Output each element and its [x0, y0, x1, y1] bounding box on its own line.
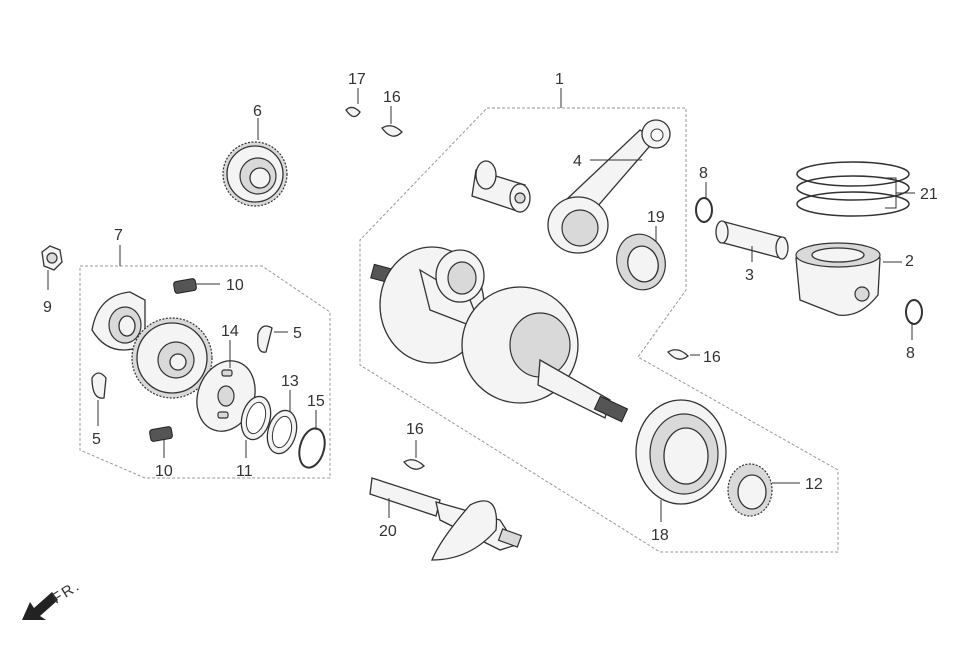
- woodruff-key-16-top: [381, 125, 403, 137]
- circlip-8-right: [905, 299, 923, 325]
- balancer-shaft-20: [369, 477, 523, 561]
- callout-1: 1: [555, 71, 564, 88]
- drive-gear-6: [222, 141, 288, 207]
- front-direction-arrow-icon: [22, 592, 58, 620]
- ball-bearing-18: [635, 399, 727, 505]
- callout-16-top: 16: [383, 89, 401, 106]
- washer-11: [240, 395, 272, 441]
- callout-17: 17: [348, 71, 366, 88]
- washer-13: [266, 409, 298, 455]
- callout-4: 4: [573, 153, 582, 170]
- spring-10-top: [173, 278, 197, 294]
- callout-2: 2: [905, 253, 914, 270]
- callout-3: 3: [745, 267, 754, 284]
- circlip-15: [298, 427, 326, 469]
- callout-7: 7: [114, 227, 123, 244]
- pin-5-right: [257, 325, 273, 353]
- callout-5-left: 5: [92, 431, 101, 448]
- callout-14: 14: [221, 323, 239, 340]
- piston-pin-sleeve: [471, 160, 531, 213]
- callout-21: 21: [920, 186, 938, 203]
- balancer-group-frame: [79, 265, 331, 479]
- pin-5-left: [91, 372, 107, 399]
- piston-pin-3: [715, 220, 789, 260]
- callout-12: 12: [805, 476, 823, 493]
- woodruff-key-16-right: [667, 349, 689, 360]
- callout-8-right: 8: [906, 345, 915, 362]
- woodruff-key-16-center: [403, 459, 425, 470]
- callout-5-right: 5: [293, 325, 302, 342]
- callout-18: 18: [651, 527, 669, 544]
- callout-15: 15: [307, 393, 325, 410]
- front-direction-label: FR.: [49, 577, 84, 607]
- piston-2: [795, 242, 881, 316]
- callout-20: 20: [379, 523, 397, 540]
- callout-16-right: 16: [703, 349, 721, 366]
- callout-10-bottom: 10: [155, 463, 173, 480]
- callout-16-center: 16: [406, 421, 424, 438]
- crankshaft-assembly: [370, 246, 629, 423]
- callout-10-top: 10: [226, 277, 244, 294]
- balancer-gear: [131, 317, 213, 399]
- callout-19: 19: [647, 209, 665, 226]
- gear-12: [727, 463, 773, 517]
- callout-8-top: 8: [699, 165, 708, 182]
- callout-6: 6: [253, 103, 262, 120]
- connecting-rod-4: [547, 119, 671, 254]
- circlip-8-top: [695, 197, 713, 223]
- callout-11: 11: [236, 463, 253, 480]
- spring-10-bottom: [149, 426, 173, 442]
- leader-lines: [47, 88, 915, 522]
- woodruff-key-17: [345, 106, 361, 118]
- callout-13: 13: [281, 373, 299, 390]
- piston-rings-21: [796, 161, 910, 217]
- balancer-weight-7: [91, 291, 146, 351]
- callout-9: 9: [43, 299, 52, 316]
- needle-bearing-19: [616, 233, 666, 291]
- plate-14: [196, 360, 256, 432]
- nut-9: [41, 245, 63, 271]
- crankshaft-group-frame: [359, 107, 839, 553]
